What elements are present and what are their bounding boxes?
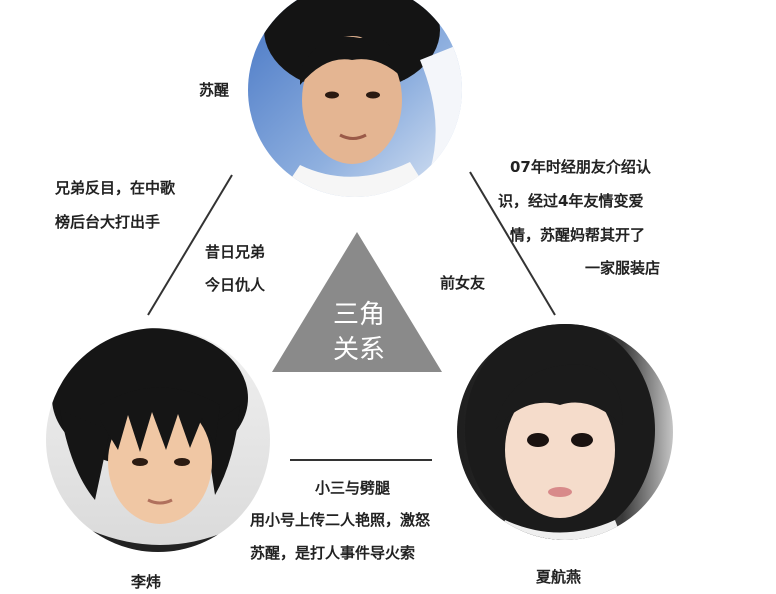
portrait-right [457,324,673,540]
center-triangle [272,232,442,372]
center-title-line2: 关系 [333,335,385,365]
person-name-top: 苏醒 [199,81,229,99]
note-bottom-line1: 用小号上传二人艳照，激怒 [250,511,430,529]
person-name-left: 李炜 [130,573,161,591]
relation-top-right: 前女友 [440,274,485,292]
clothing-shape [70,530,250,552]
portrait-left [46,328,270,552]
note-top-left-line2: 榜后台大打出手 [55,213,160,231]
note-bottom-line2: 苏醒，是打人事件导火索 [250,544,415,562]
relation-top-left-line2: 今日仇人 [204,276,266,294]
link-line-top-left [147,174,233,316]
note-top-right-line4: 一家服装店 [585,259,660,277]
face-shape [505,382,615,518]
link-line-top-right [469,171,556,316]
note-top-right-line3: 情，苏醒妈帮其开了 [510,226,645,244]
note-top-right-line2: 识，经过4年友情变爱 [498,192,643,210]
collar-shape [270,162,440,197]
person-name-right: 夏航燕 [535,568,581,586]
relation-top-left-line1: 昔日兄弟 [205,243,265,261]
note-top-right-line1: 07年时经朋友介绍认 [510,158,652,176]
portrait-top [248,0,462,197]
face-shape [302,36,402,164]
note-top-left-line1: 兄弟反目，在中歌 [54,179,176,197]
relation-bottom: 小三与劈腿 [315,479,390,497]
center-title-line1: 三角 [333,300,385,330]
